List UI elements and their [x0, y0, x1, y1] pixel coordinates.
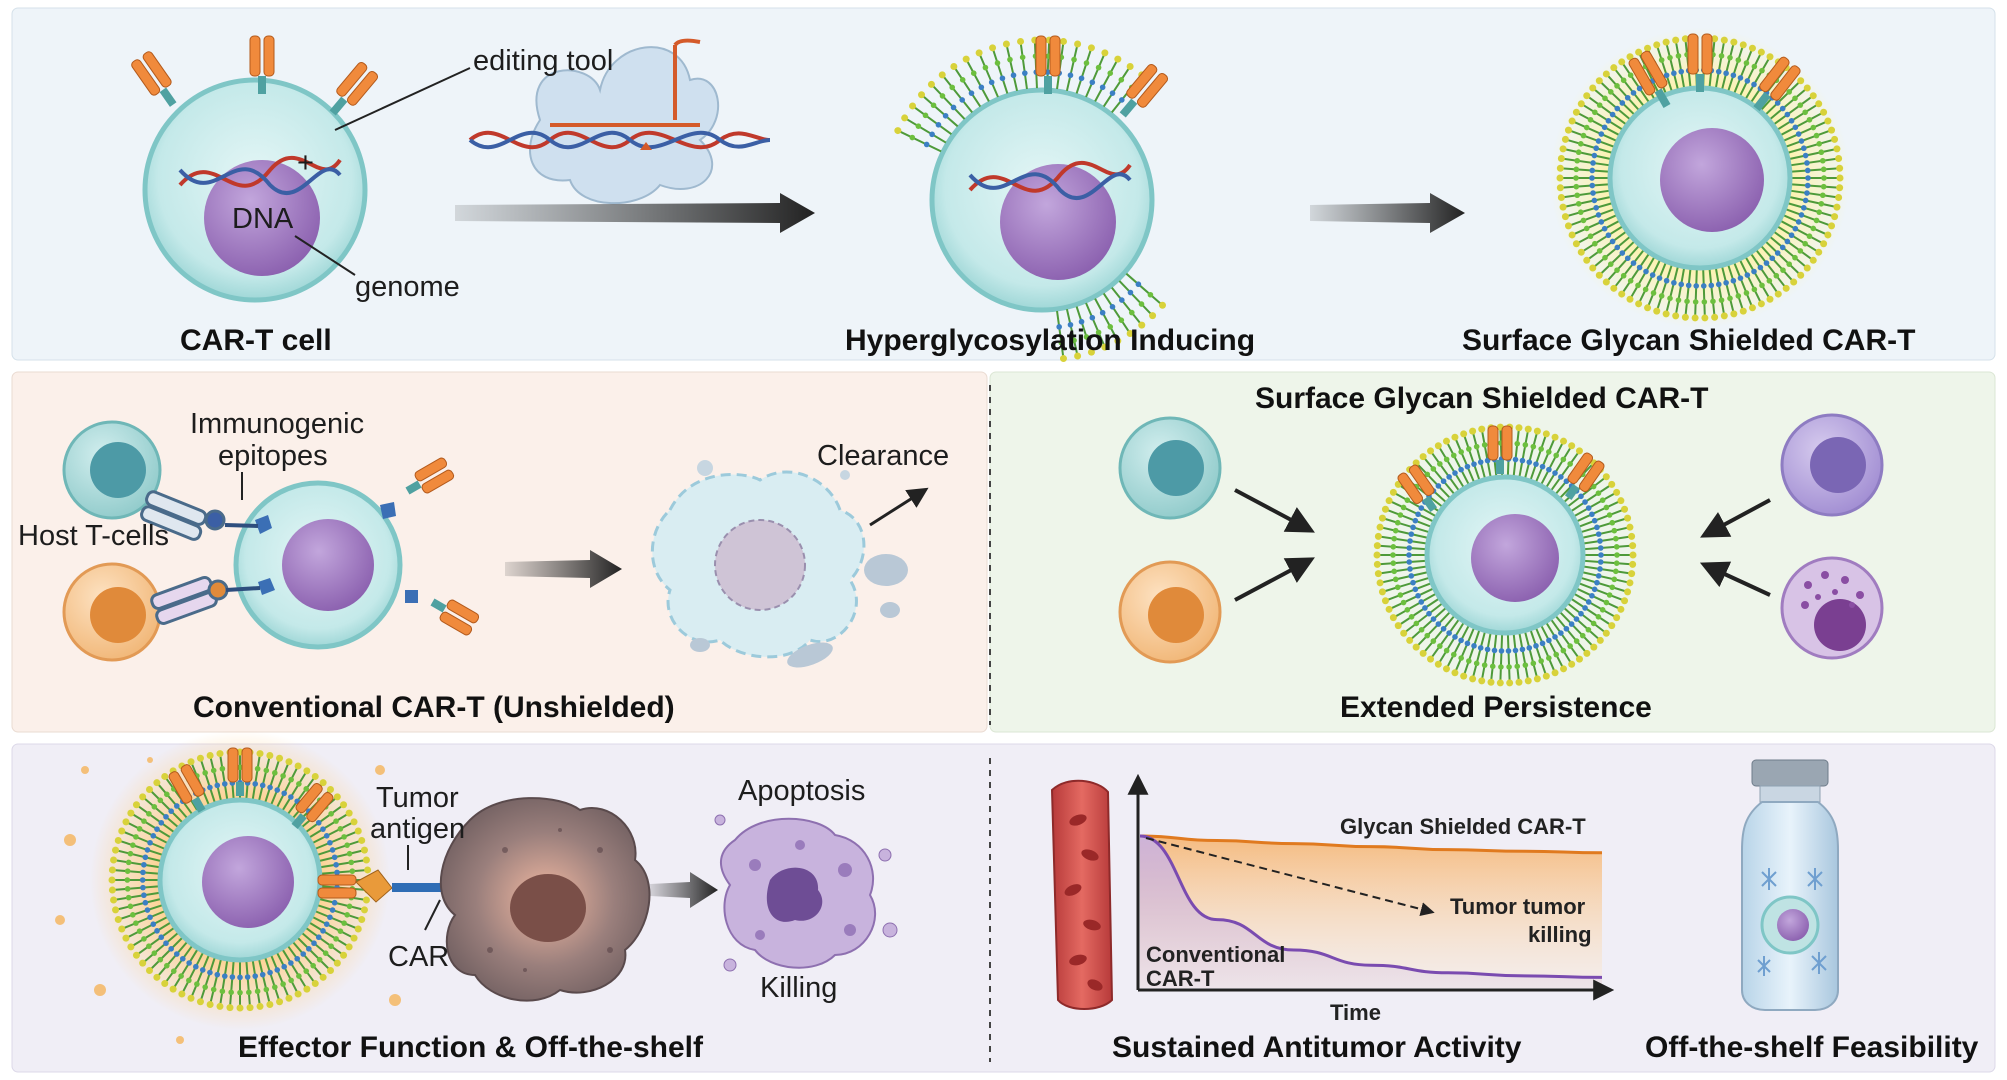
immune-cell-purple [1780, 413, 1884, 517]
conventional-car-t-cell [224, 457, 480, 650]
tumor-antigen-line1: Tumor [376, 782, 459, 814]
immune-cell-teal [1118, 416, 1222, 520]
hyperglycosylation-title: Hyperglycosylation Inducing [845, 324, 1255, 357]
shielded-title-top: Surface Glycan Shielded CAR-T [1462, 324, 1915, 357]
car-label: CAR [388, 941, 449, 973]
dna-label: DNA [232, 203, 294, 235]
shielded-header-middle: Surface Glycan Shielded CAR-T [1255, 382, 1708, 415]
chart-area [1139, 834, 1603, 988]
immunogenic-line2: epitopes [218, 440, 328, 472]
effector-car-t-cell [55, 730, 401, 1044]
editing-tool-leader [334, 67, 471, 131]
genome-label: genome [355, 271, 460, 303]
car-leader [424, 899, 441, 931]
cryo-vial [1741, 759, 1839, 1011]
persistence-chart: Time Glycan Shielded CAR-T Tumor tumor k… [1127, 773, 1615, 1025]
arrow-blocked-3 [1700, 498, 1771, 538]
shielded-cell-top [1550, 28, 1850, 328]
offshelf-title: Off-the-shelf Feasibility [1645, 1031, 1979, 1064]
chart-title: Sustained Antitumor Activity [1112, 1031, 1522, 1064]
tumor-antigen-line2: antigen [370, 813, 465, 845]
host-tcells-label: Host T-cells [18, 520, 169, 552]
editing-tool [468, 38, 771, 205]
clearance-label: Clearance [817, 440, 949, 472]
blood-vessel [1050, 779, 1114, 1010]
persistence-title: Extended Persistence [1340, 691, 1652, 724]
tumor-cell [439, 797, 651, 1002]
conventional-title: Conventional CAR-T (Unshielded) [193, 691, 675, 724]
tcr-binding-2 [150, 575, 229, 625]
editing-tool-label: editing tool [473, 45, 613, 77]
tumor-killing-line2: killing [1528, 922, 1592, 947]
tcr-binding-1 [140, 490, 226, 541]
arrow-blocked-2 [1234, 557, 1315, 602]
arrow-glyco-to-shielded [1310, 193, 1465, 233]
immune-cell-granular [1780, 556, 1884, 660]
tumor-killing-line1: Tumor tumor [1450, 894, 1586, 919]
arrow-to-apoptosis [650, 872, 718, 908]
hyperglycosylation-cell [894, 35, 1169, 363]
immune-cell-orange [1118, 560, 1222, 664]
car-antigen-binding [317, 869, 462, 903]
shielded-cell-middle [1373, 423, 1637, 687]
killing-label: Killing [760, 972, 837, 1004]
shielded-series-label: Glycan Shielded CAR-T [1340, 814, 1586, 839]
series-shielded-line [1139, 834, 1603, 855]
immunogenic-line1: Immunogenic [190, 408, 364, 440]
apoptotic-cell [714, 814, 898, 972]
chart-xlabel: Time [1330, 1000, 1381, 1025]
car-t-cell-title: CAR-T cell [180, 324, 332, 357]
cleared-cell [650, 460, 908, 668]
car-receptor-1 [131, 51, 177, 107]
host-tcell-teal [62, 420, 162, 520]
conventional-series-line1: Conventional [1146, 942, 1285, 967]
conventional-series-line2: CAR-T [1146, 966, 1215, 991]
effector-title: Effector Function & Off-the-shelf [238, 1031, 704, 1064]
host-tcell-orange [62, 562, 162, 662]
arrow-blocked-1 [1234, 488, 1315, 533]
apoptosis-label: Apoptosis [738, 775, 865, 807]
clearance-arrow [869, 487, 929, 527]
car-receptor-3 [329, 61, 379, 116]
arrow-blocked-4 [1699, 561, 1771, 597]
arrow-to-clearance [505, 550, 622, 588]
nucleus [204, 160, 320, 276]
svg-text:+: + [297, 147, 314, 179]
tumor-killing-arrow [1145, 837, 1435, 916]
series-conventional-area [1140, 836, 1602, 988]
car-t-cell: + DNA genome [131, 35, 460, 303]
genome-leader [294, 235, 356, 276]
arrow-edit-to-glyco [455, 193, 815, 233]
series-conventional-line [1139, 834, 1603, 979]
car-receptor-2 [249, 35, 275, 94]
